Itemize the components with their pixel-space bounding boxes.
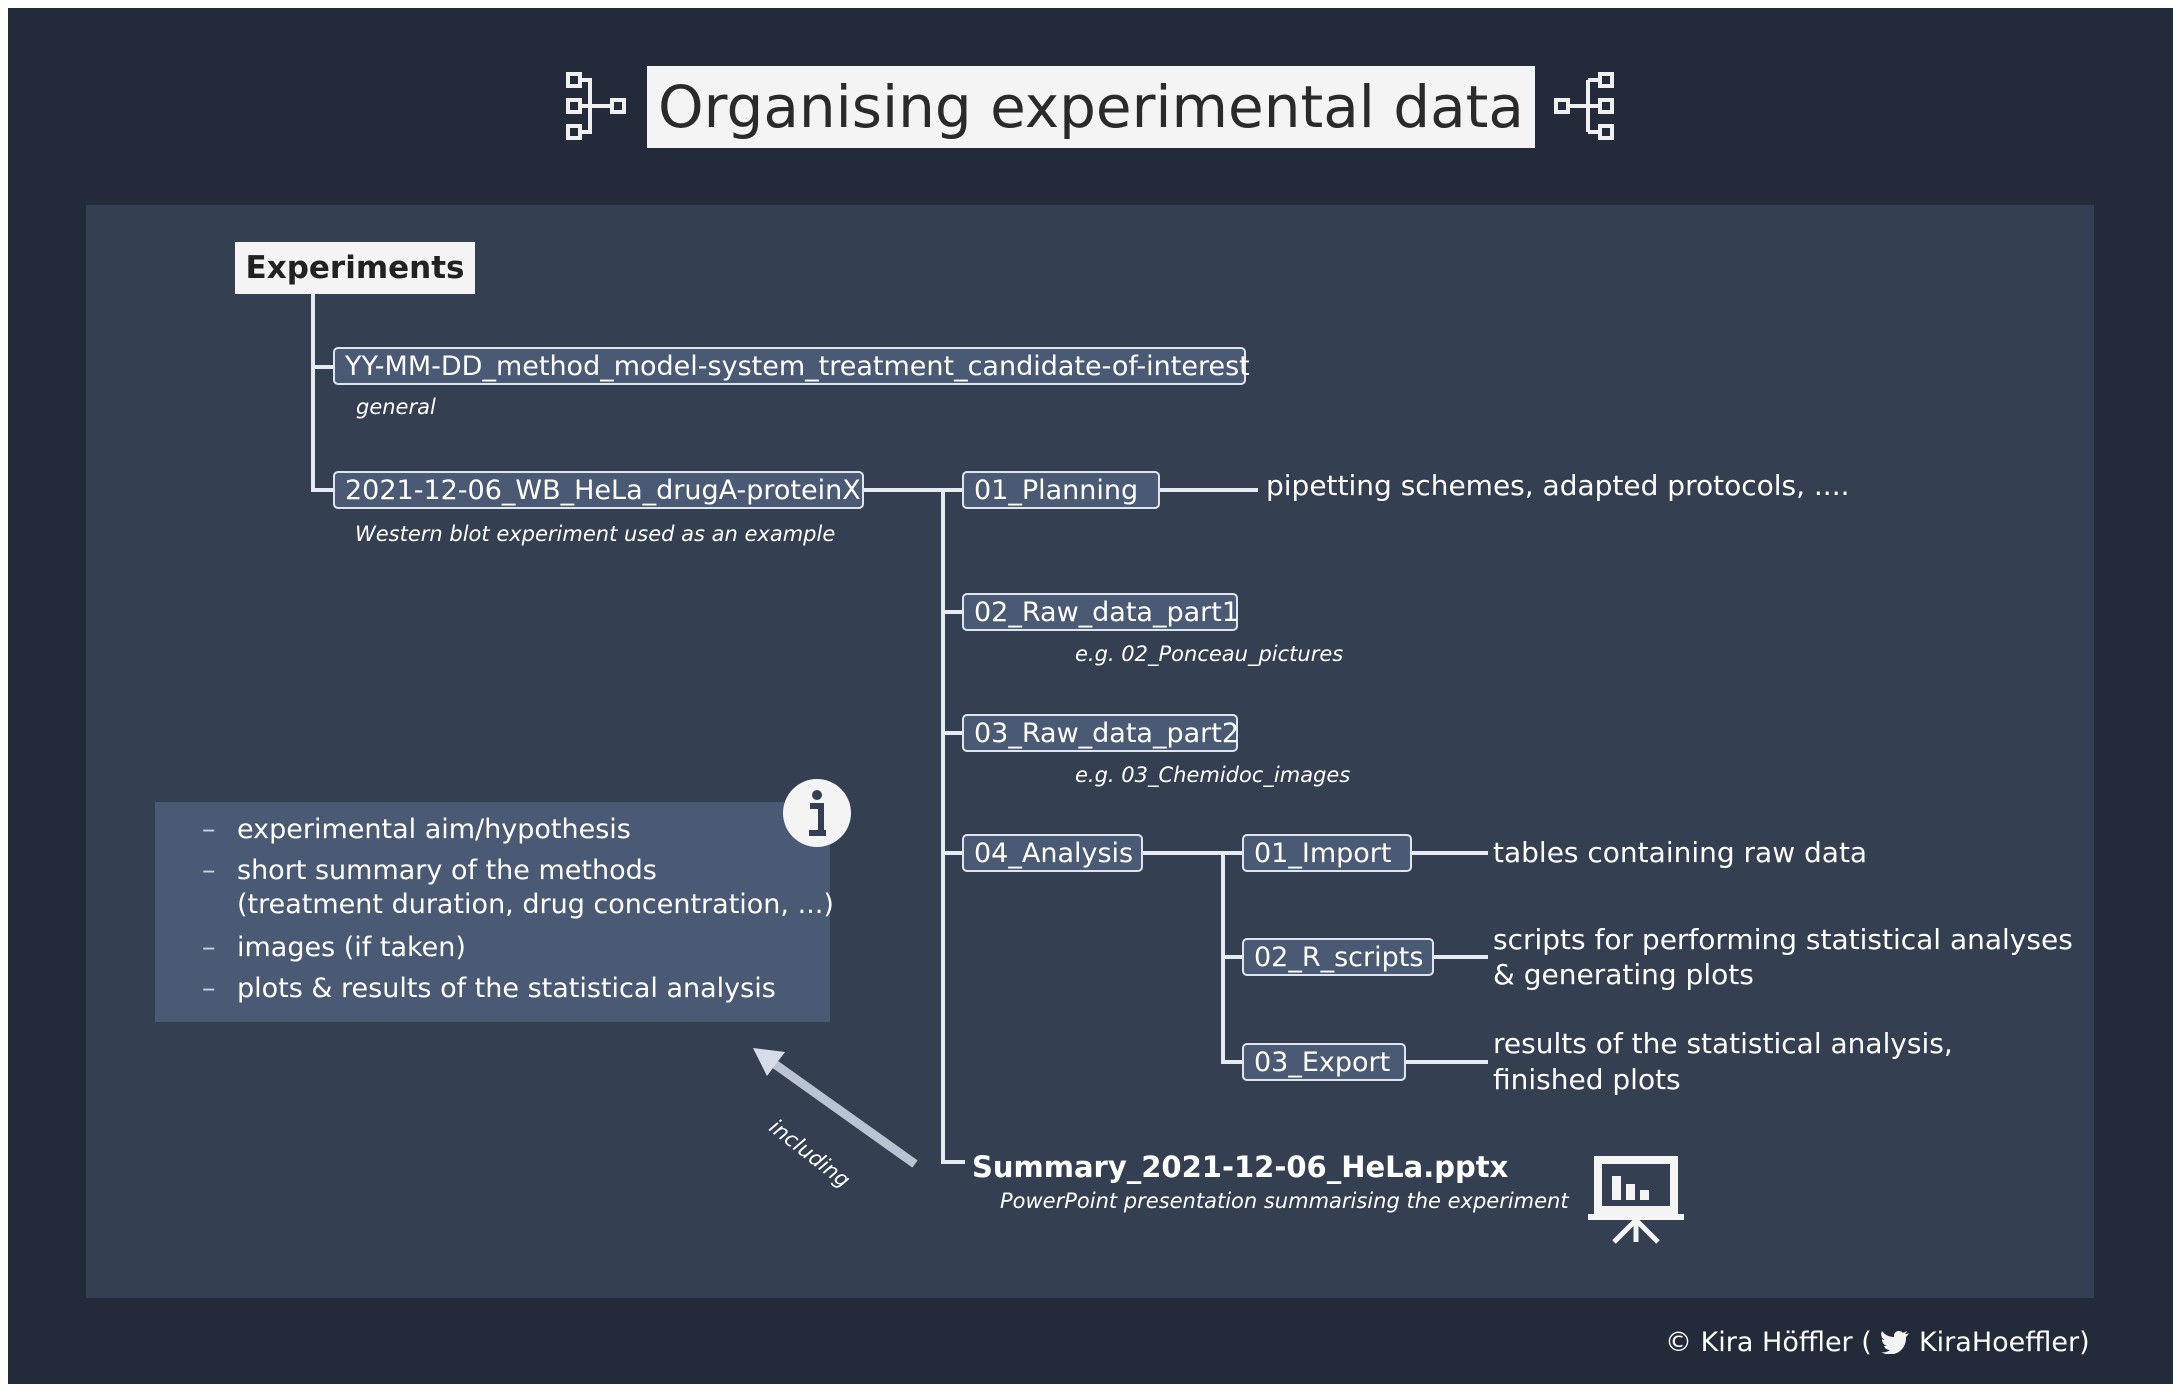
- credit-prefix: © Kira Höffler (: [1665, 1327, 1872, 1358]
- bullet-dash: –: [202, 855, 216, 886]
- info-item-plots: plots & results of the statistical analy…: [237, 973, 776, 1004]
- planning-folder[interactable]: 01_Planning: [962, 471, 1160, 509]
- example-caption: Western blot experiment used as an examp…: [355, 522, 836, 546]
- presentation-icon: [1588, 1156, 1684, 1244]
- author-credit: © Kira Höffler ( KiraHoeffler): [1665, 1327, 2090, 1358]
- summary-pptx-file[interactable]: Summary_2021-12-06_HeLa.pptx: [972, 1150, 1509, 1184]
- analysis-folder[interactable]: 04_Analysis: [962, 834, 1143, 872]
- bullet-dash: –: [202, 932, 216, 963]
- import-note: tables containing raw data: [1493, 836, 1868, 869]
- including-arrow: [753, 1048, 918, 1168]
- credit-handle: KiraHoeffler): [1918, 1327, 2090, 1358]
- r-scripts-folder[interactable]: 02_R_scripts: [1242, 938, 1434, 976]
- bullet-dash: –: [202, 973, 216, 1004]
- raw-data-part2-caption: e.g. 03_Chemidoc_images: [1075, 763, 1351, 787]
- export-folder[interactable]: 03_Export: [1242, 1043, 1406, 1081]
- info-icon: [783, 779, 851, 847]
- summary-caption: PowerPoint presentation summarising the …: [1000, 1189, 1569, 1213]
- bullet-dash: –: [202, 814, 216, 845]
- twitter-icon: [1881, 1330, 1910, 1355]
- r-scripts-note-line1: scripts for performing statistical analy…: [1493, 923, 2073, 956]
- info-item-aim: experimental aim/hypothesis: [237, 814, 631, 845]
- raw-data-part1-folder[interactable]: 02_Raw_data_part1: [962, 593, 1239, 631]
- planning-note: pipetting schemes, adapted protocols, ..…: [1266, 469, 1850, 502]
- raw-data-part2-folder[interactable]: 03_Raw_data_part2: [962, 714, 1239, 752]
- tree-right-icon: [1554, 72, 1614, 140]
- general-pattern-folder[interactable]: YY-MM-DD_method_model-system_treatment_c…: [333, 347, 1250, 385]
- info-item-methods: short summary of the methods: [237, 855, 657, 886]
- info-item-images: images (if taken): [237, 932, 466, 963]
- info-item-methods-detail: (treatment duration, drug concentration,…: [237, 889, 834, 920]
- general-caption: general: [356, 395, 436, 419]
- example-experiment-folder[interactable]: 2021-12-06_WB_HeLa_drugA-proteinX: [333, 471, 864, 509]
- experiments-root-folder[interactable]: Experiments: [235, 242, 475, 294]
- export-note-line2: finished plots: [1493, 1063, 1681, 1096]
- raw-data-part1-caption: e.g. 02_Ponceau_pictures: [1075, 642, 1344, 666]
- r-scripts-note-line2: & generating plots: [1493, 958, 1754, 991]
- tree-left-icon: [566, 72, 626, 140]
- page-title: Organising experimental data: [647, 66, 1535, 148]
- summary-contents-box: – experimental aim/hypothesis – short su…: [155, 802, 834, 1022]
- import-folder[interactable]: 01_Import: [1242, 834, 1412, 872]
- export-note-line1: results of the statistical analysis,: [1493, 1027, 1953, 1060]
